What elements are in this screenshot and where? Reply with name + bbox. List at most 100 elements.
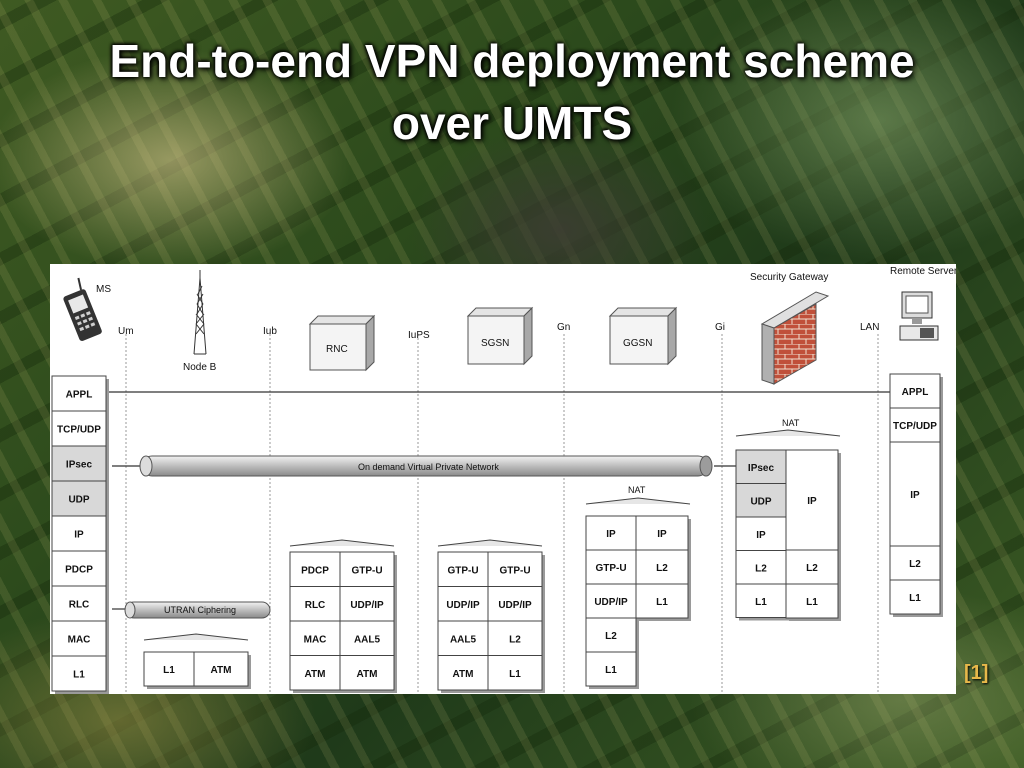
stack-cap — [143, 633, 249, 641]
stack-ms-layer: UDP — [51, 480, 109, 519]
stack-sgsn-left-layer: ATM — [437, 655, 491, 693]
stack-ggsn-right-layer: L2 — [635, 549, 691, 587]
stack-rnc-left-layer-label: MAC — [304, 634, 327, 645]
stack-ggsn-right-layer: IP — [635, 515, 691, 553]
stack-rnc-left-layer: ATM — [289, 655, 343, 693]
stack-cap — [289, 539, 395, 547]
stack-rnc-right-layer: ATM — [339, 655, 397, 693]
stack-ggsn-right-layer: L1 — [635, 583, 691, 621]
stack-ggsn-left-layer-label: GTP-U — [595, 563, 626, 574]
utran-ciphering-tunnel: UTRAN Ciphering — [112, 601, 271, 619]
stack-ms-layer: APPL — [51, 375, 109, 414]
title-line-2: over UMTS — [391, 97, 633, 149]
stack-server-layer: TCP/UDP — [889, 407, 943, 445]
ggsn-box: GGSN — [608, 306, 678, 366]
computer-icon — [899, 291, 939, 341]
label-lan: LAN — [860, 322, 879, 333]
stack-rnc-left-layer: RLC — [289, 586, 343, 624]
nat-label-secgw: NAT — [782, 418, 800, 428]
stack-ggsn-left-layer-label: IP — [606, 529, 616, 540]
stack-sgsn-left-layer-label: UDP/IP — [446, 600, 480, 611]
stack-cap — [437, 539, 543, 547]
stack-sgsn-right-layer: GTP-U — [487, 551, 545, 590]
label-remote-server: Remote Server — [890, 266, 956, 277]
stack-ms-layer-label: APPL — [66, 390, 93, 401]
stack-secgw-right-layer-label: L2 — [806, 563, 818, 574]
stack-ggsn-left-layer-label: L2 — [605, 631, 617, 642]
stack-secgw-right-layer: L2 — [785, 549, 841, 587]
stack-server-layer-label: TCP/UDP — [893, 421, 937, 432]
stack-server-layer-label: L1 — [909, 593, 921, 604]
stack-rnc-left-layer: PDCP — [289, 551, 343, 590]
mobile-phone-icon — [63, 277, 102, 341]
stack-secgw-right-layer: L1 — [785, 583, 841, 621]
stack-server-layer-label: IP — [910, 490, 920, 501]
stack-ggsn-right-layer-label: IP — [657, 529, 667, 540]
stack-sgsn-left-layer: GTP-U — [437, 551, 491, 590]
label-gn: Gn — [557, 322, 570, 333]
stack-secgw-right-layer-label: IP — [807, 496, 817, 507]
stack-sgsn-right-layer-label: L1 — [509, 669, 521, 680]
stack-ms-layer-label: L1 — [73, 670, 85, 681]
stack-rnc-left-layer-label: RLC — [305, 600, 326, 611]
stack-ms-layer-label: MAC — [68, 635, 91, 646]
reference-label: [1] — [964, 662, 989, 684]
label-node-b: Node B — [183, 362, 217, 373]
stack-ms-layer-label: UDP — [68, 495, 89, 506]
stack-server-layer: L2 — [889, 545, 943, 583]
stack-ms-layer: L1 — [51, 655, 109, 694]
vpn-tunnel: On demand Virtual Private Network — [112, 455, 738, 477]
stack-server-layer: IP — [889, 441, 943, 549]
umts-vpn-diagram: Um Iub IuPS Gn Gi LAN MS Node B RNC S — [50, 264, 956, 694]
stack-ms-layer: MAC — [51, 620, 109, 659]
stack-sgsn-right-layer-label: GTP-U — [499, 565, 530, 576]
stack-rnc-right-layer-label: UDP/IP — [350, 600, 384, 611]
stack-ms-layer-label: TCP/UDP — [57, 425, 101, 436]
stack-ms-layer-label: RLC — [69, 600, 90, 611]
stack-secgw-right-layer: IP — [785, 449, 841, 553]
stack-rnc-right-layer: AAL5 — [339, 620, 397, 659]
stack-sgsn-right-layer-label: UDP/IP — [498, 600, 532, 611]
label-ms: MS — [96, 284, 111, 295]
stack-secgw-left-layer-label: UDP — [750, 496, 771, 507]
stack-ms-layer: IPsec — [51, 445, 109, 484]
label-gi: Gi — [715, 322, 725, 333]
stack-rnc-left-layer: MAC — [289, 620, 343, 659]
stack-secgw-left-layer-label: IPsec — [748, 463, 775, 474]
stack-ms-layer: PDCP — [51, 550, 109, 589]
stack-ms-layer-label: IPsec — [66, 460, 93, 471]
stack-rnc-right-layer-label: ATM — [357, 669, 378, 680]
stack-secgw-left-layer: L1 — [735, 583, 789, 621]
stack-server-layer-label: L2 — [909, 559, 921, 570]
stack-ms-layer: RLC — [51, 585, 109, 624]
stack-sgsn-right-layer: L1 — [487, 655, 545, 693]
stack-ggsn-left-layer-label: UDP/IP — [594, 597, 628, 608]
stack-rnc-right-layer-label: AAL5 — [354, 634, 381, 645]
vpn-label: On demand Virtual Private Network — [358, 462, 499, 472]
stack-rnc-left-layer-label: ATM — [305, 669, 326, 680]
stack-node-b-layer: ATM — [193, 651, 251, 689]
stack-rnc-right-layer: GTP-U — [339, 551, 397, 590]
stack-ggsn-left-layer: IP — [585, 515, 639, 553]
stack-sgsn-left-layer-label: GTP-U — [447, 565, 478, 576]
stack-secgw-right-layer-label: L1 — [806, 597, 818, 608]
interface-lines — [125, 334, 879, 694]
stack-secgw-left-layer: IP — [735, 516, 789, 554]
stack-rnc-right-layer: UDP/IP — [339, 586, 397, 624]
stack-server-layer: APPL — [889, 373, 943, 411]
stack-node-b-layer-label: L1 — [163, 665, 175, 676]
sgsn-box: SGSN — [466, 306, 534, 366]
stack-ggsn-left-layer-label: L1 — [605, 665, 617, 676]
firewall-icon — [760, 291, 830, 385]
stack-secgw-left-layer: IPsec — [735, 449, 789, 487]
stack-secgw-left-layer-label: L2 — [755, 563, 767, 574]
stack-node-b-layer: L1 — [143, 651, 197, 689]
label-iub: Iub — [263, 326, 277, 337]
stack-server-layer-label: APPL — [902, 387, 929, 398]
stack-secgw-left-layer-label: L1 — [755, 597, 767, 608]
stack-ggsn-left-layer: L1 — [585, 651, 639, 689]
stack-sgsn-left-layer: AAL5 — [437, 620, 491, 659]
stack-sgsn-right-layer: UDP/IP — [487, 586, 545, 624]
title-line-1: End-to-end VPN deployment scheme — [109, 35, 915, 87]
